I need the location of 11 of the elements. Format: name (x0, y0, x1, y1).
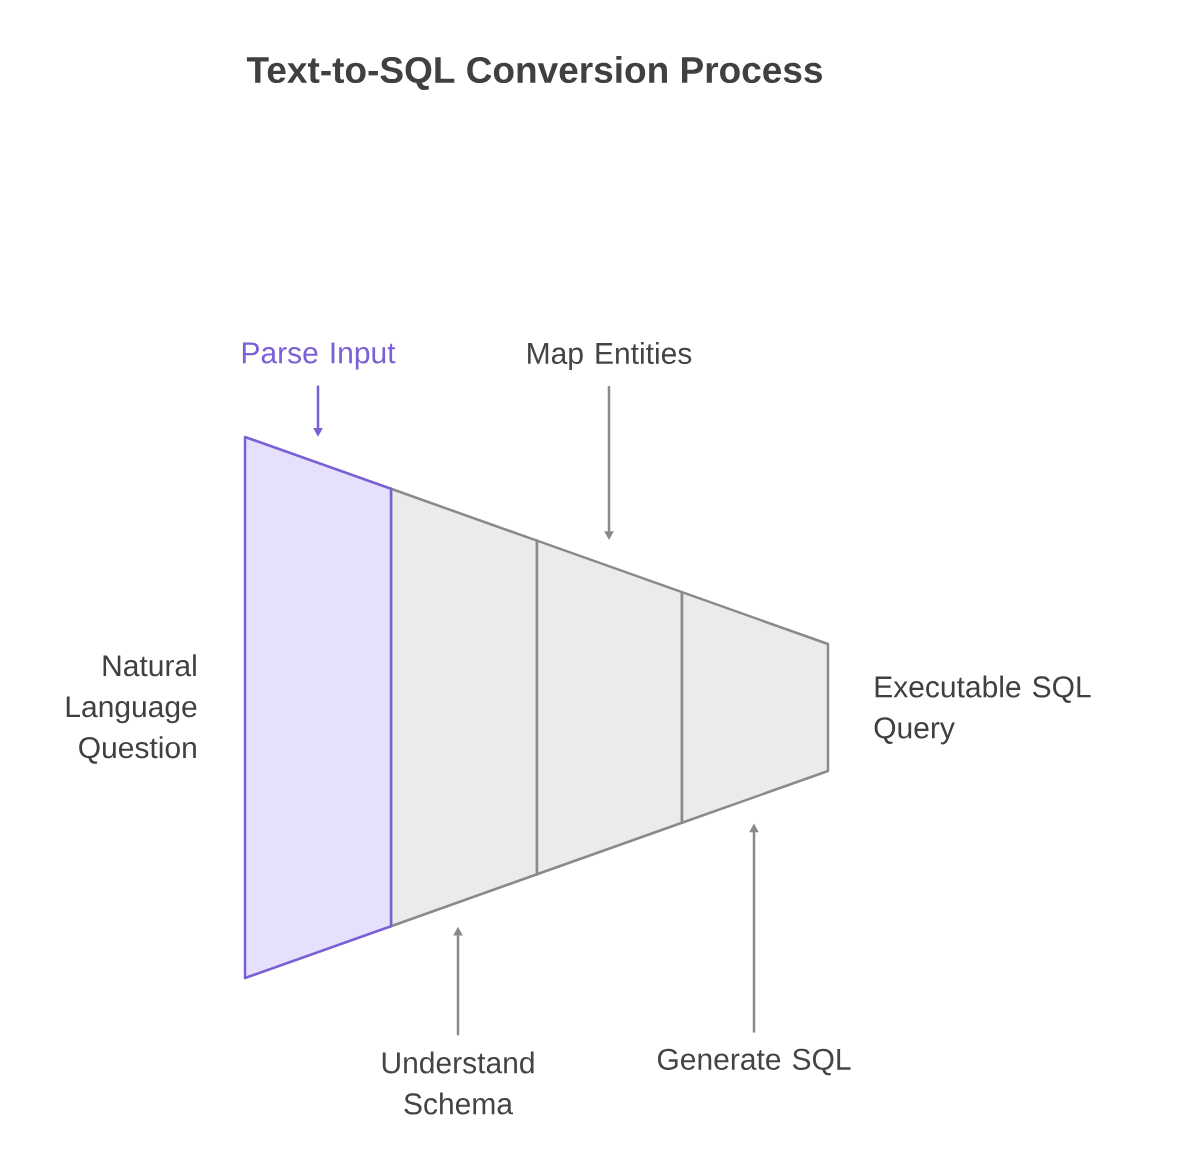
funnel-segment (680, 590, 830, 825)
title: Text-to-SQL Conversion Process (246, 55, 822, 91)
step-label: Map Entities (528, 342, 692, 370)
funnel-segment (535, 539, 684, 876)
funnel-segment (243, 435, 393, 980)
step-label: Understand Schema (382, 1051, 534, 1115)
step-label: Parse Input (242, 342, 396, 370)
funnel-segment (389, 487, 539, 928)
step-label: Generate SQL (657, 1048, 851, 1076)
side-label: Natural Language Question (66, 654, 197, 764)
side-label: Executable SQL Query (874, 675, 1091, 745)
